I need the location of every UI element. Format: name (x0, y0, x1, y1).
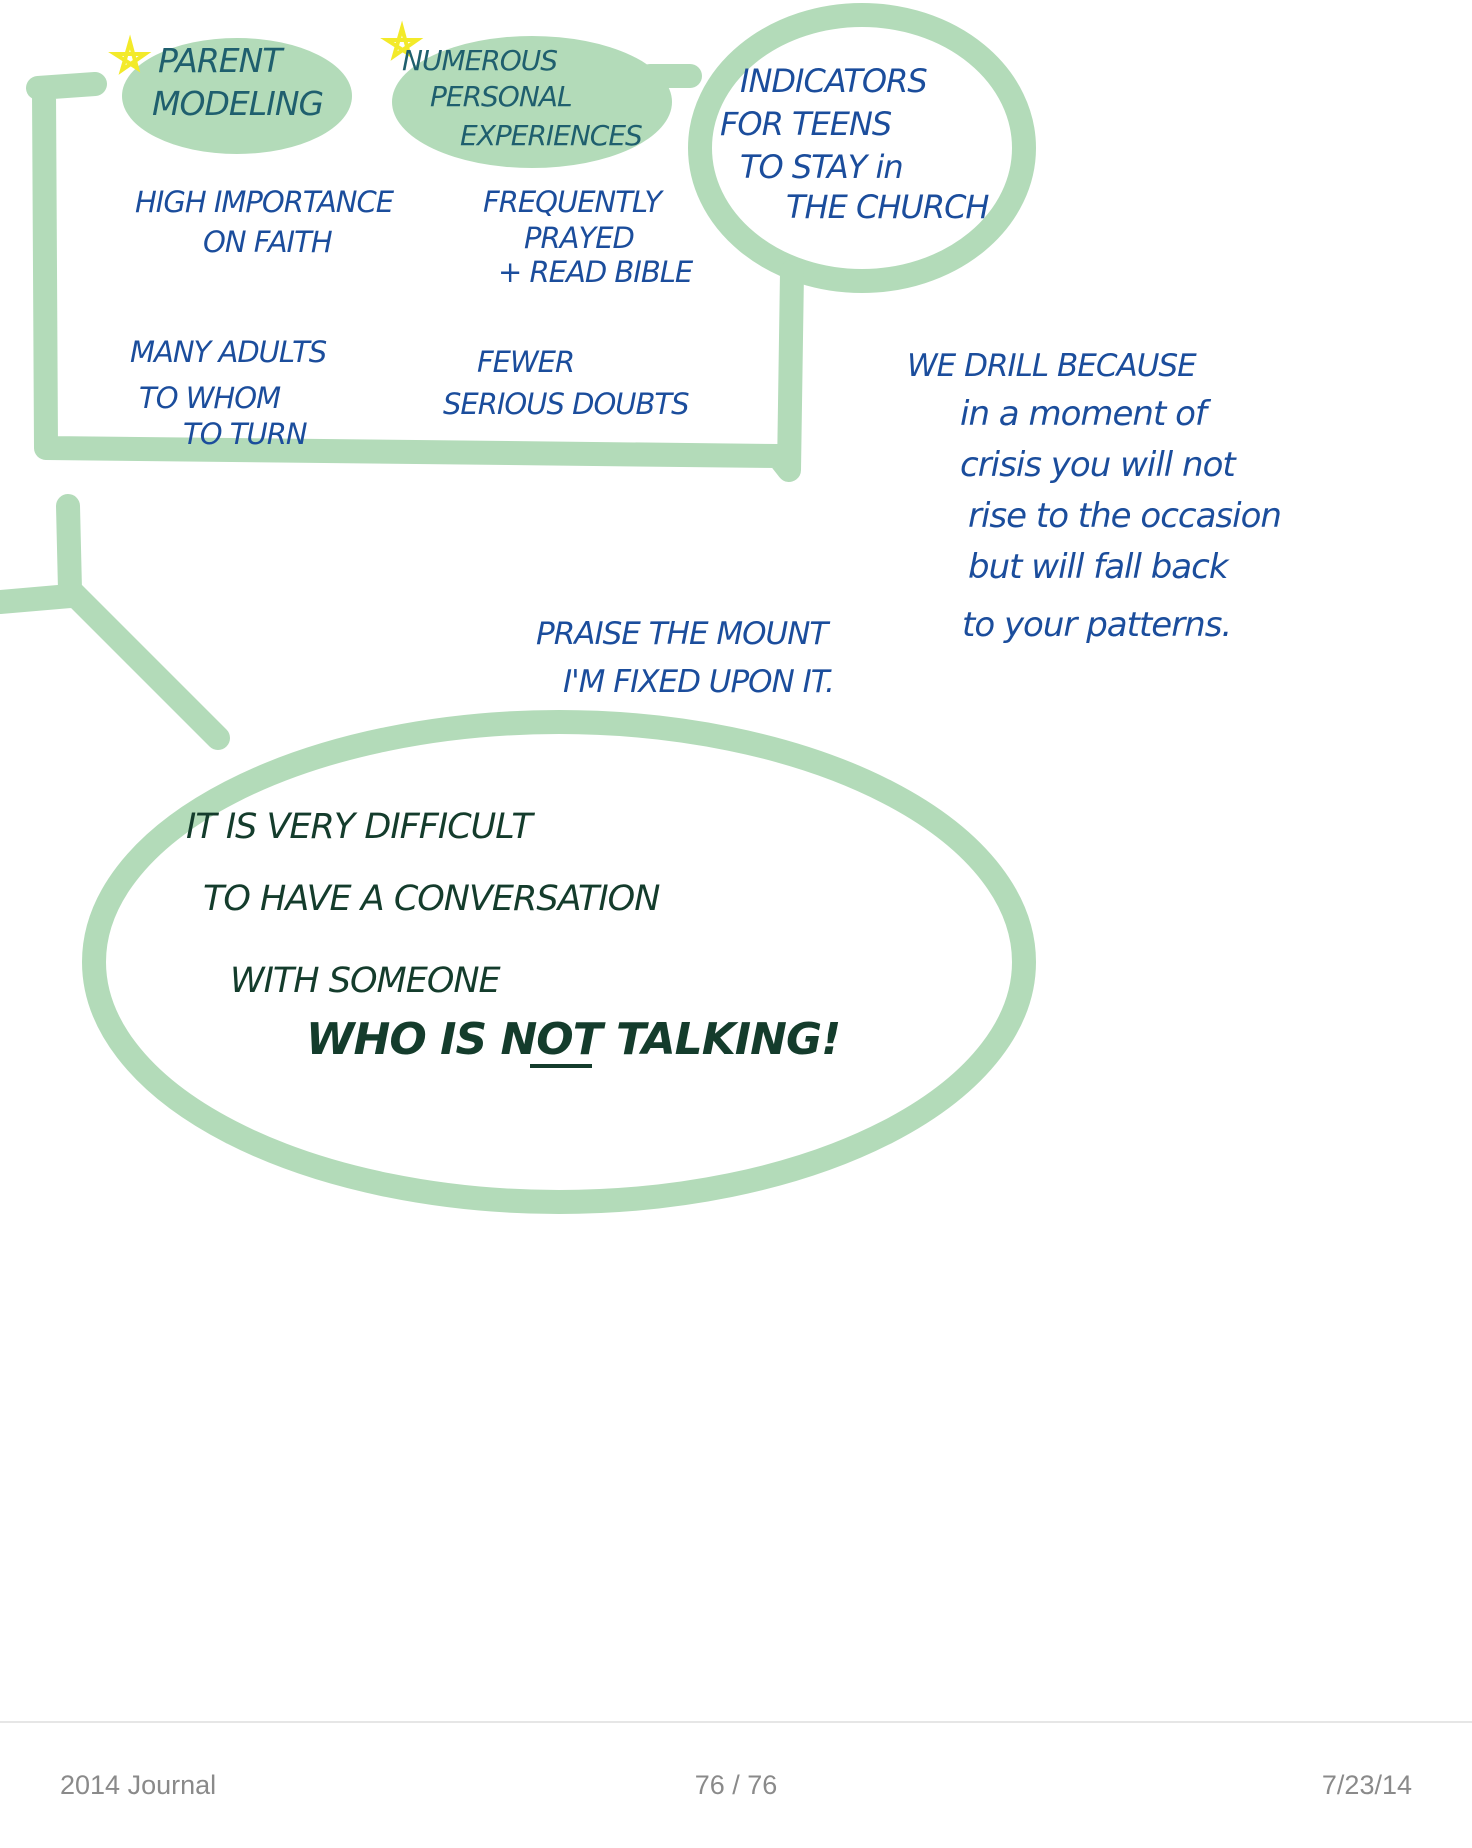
text-line: TO WHOM (139, 381, 281, 415)
text-line: THE CHURCH (786, 188, 989, 226)
text-line: to your patterns. (962, 605, 1231, 645)
indicators-text: INDICATORS FOR TEENS TO STAY in THE CHUR… (720, 62, 990, 226)
text-line: PERSONAL (430, 80, 572, 113)
parent-modeling-text: PARENT MODELING (152, 41, 324, 123)
text-line: rise to the occasion (968, 496, 1281, 536)
text-line: MANY ADULTS (130, 335, 327, 369)
text-line: NUMEROUS (402, 44, 557, 77)
praise-note: PRAISE THE MOUNT I'M FIXED UPON IT. (536, 616, 835, 700)
page-number: 76 / 76 (694, 1770, 778, 1800)
text-line: I'M FIXED UPON IT. (563, 664, 834, 700)
text-line: ON FAITH (203, 225, 333, 259)
text-line: PRAISE THE MOUNT (536, 616, 830, 652)
text-line: INDICATORS (740, 62, 927, 100)
parent-modeling-bubble (122, 38, 352, 154)
page-date: 7/23/14 (1321, 1770, 1412, 1800)
quote-text: IT IS VERY DIFFICULT TO HAVE A CONVERSAT… (186, 807, 841, 1068)
text-line: TO STAY in (740, 148, 903, 186)
indicators-box-outline (26, 72, 804, 482)
text-line: TO TURN (183, 417, 307, 451)
text-line: + READ BIBLE (498, 255, 694, 289)
text-line: crisis you will not (960, 445, 1237, 485)
green-highlight-shapes (0, 3, 1036, 1214)
text-line: FOR TEENS (720, 105, 892, 143)
text-line-emphasis: WHO IS NOT TALKING! (306, 1014, 840, 1065)
connector-line (0, 494, 230, 750)
indicators-circle (688, 3, 1036, 293)
text-line: but will fall back (968, 547, 1230, 587)
star-icons (108, 20, 424, 75)
text-line: MODELING (152, 84, 323, 123)
text-line: IT IS VERY DIFFICULT (186, 807, 535, 847)
footer-divider (0, 1721, 1472, 1723)
text-line: TO HAVE A CONVERSATION (203, 879, 660, 919)
text-line: PARENT (158, 41, 285, 80)
text-line: HIGH IMPORTANCE (135, 185, 395, 219)
text-line: EXPERIENCES (460, 119, 642, 152)
drill-note: WE DRILL BECAUSE in a moment of crisis y… (907, 348, 1282, 645)
text-line: PRAYED (524, 221, 634, 255)
star-icon (380, 20, 424, 61)
text-line: FEWER (477, 345, 574, 379)
text-line: WITH SOMEONE (230, 961, 502, 1001)
box-items: HIGH IMPORTANCE ON FAITH FREQUENTLY PRAY… (130, 185, 695, 451)
numerous-experiences-text: NUMEROUS PERSONAL EXPERIENCES (402, 44, 643, 152)
text-line: WE DRILL BECAUSE (907, 348, 1197, 384)
text-line: SERIOUS DOUBTS (443, 387, 689, 421)
star-icon (108, 34, 152, 75)
quote-ellipse (82, 710, 1036, 1214)
notebook-title: 2014 Journal (60, 1770, 217, 1800)
journal-page-canvas: PARENT MODELING NUMEROUS PERSONAL EXPERI… (0, 3, 1282, 1214)
text-line: in a moment of (960, 394, 1212, 434)
numerous-experiences-bubble (392, 36, 672, 168)
text-line: FREQUENTLY (483, 185, 664, 219)
